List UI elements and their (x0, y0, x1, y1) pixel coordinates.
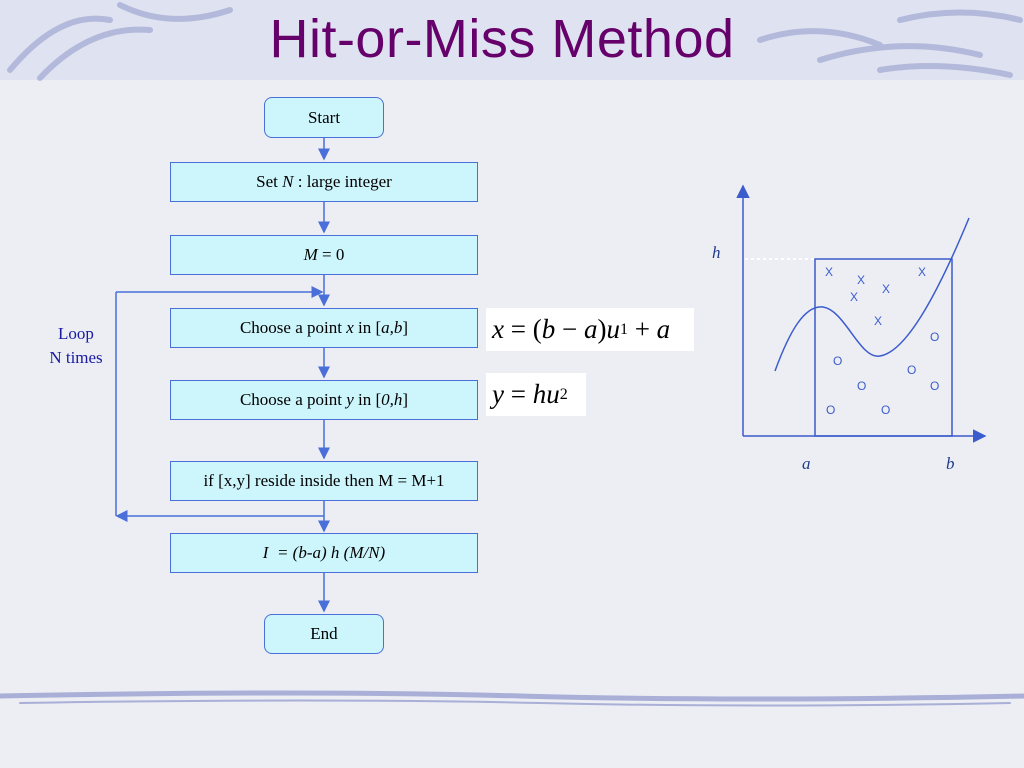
choose-x-mid: in [ (353, 318, 382, 337)
hit-marker: X (825, 265, 834, 279)
start-label: Start (307, 107, 341, 127)
x-formula-lhs: x (492, 314, 504, 344)
set-n-var: N (282, 172, 294, 191)
slide-title: Hit-or-Miss Method (269, 9, 735, 69)
hit-marker: X (857, 273, 866, 287)
loop-label: Loop N times (36, 322, 116, 370)
m-init-step: M = 0 (170, 235, 478, 275)
result-expr: = (b-a) h (M/N) (268, 543, 386, 562)
miss-marker: O (930, 330, 940, 344)
sampling-rectangle (814, 258, 953, 437)
choose-y-var: y (346, 390, 354, 409)
x-formula-sub: 1 (619, 320, 628, 338)
y-formula-u: u (546, 379, 560, 409)
x-formula-a2: a (656, 314, 671, 344)
check-inside-label: if [x,y] reside inside then M = M+1 (203, 471, 445, 490)
choose-y-step: Choose a point y in [0,h] (170, 380, 478, 420)
y-formula-sub: 2 (559, 385, 568, 403)
loop-label-line2: N times (49, 348, 103, 367)
x-formula-b: b (541, 314, 556, 344)
x-formula-close: ) (597, 314, 607, 344)
choose-y-range: 0,h (381, 390, 403, 409)
start-node: Start (264, 97, 384, 138)
choose-y-prefix: Choose a point (239, 390, 347, 409)
a-label: a (802, 454, 811, 473)
miss-marker: O (857, 379, 867, 393)
y-formula-op: = (503, 379, 533, 409)
x-formula-u: u (606, 314, 620, 344)
set-n-prefix: Set (256, 172, 283, 191)
choose-y-mid: in [ (353, 390, 382, 409)
set-n-step: Set N : large integer (170, 162, 478, 202)
m-init-suffix: = 0 (317, 245, 345, 264)
miss-marker: O (930, 379, 940, 393)
hit-marker: X (918, 265, 927, 279)
choose-x-var: x (346, 318, 354, 337)
x-formula-a: a (583, 314, 598, 344)
hit-marker: X (850, 290, 859, 304)
m-init-var: M (303, 245, 318, 264)
set-n-suffix: : large integer (293, 172, 392, 191)
x-formula-op: = ( (503, 314, 542, 344)
choose-x-step: Choose a point x in [a,b] (170, 308, 478, 348)
x-formula-plus: + (627, 314, 657, 344)
miss-marker: O (826, 403, 836, 417)
y-formula-h: h (532, 379, 547, 409)
b-label: b (946, 454, 955, 473)
choose-x-end: ] (402, 318, 409, 337)
result-var: I (262, 543, 269, 562)
miss-marker: O (833, 354, 843, 368)
function-curve (774, 217, 970, 372)
h-label: h (712, 243, 721, 262)
check-inside-step: if [x,y] reside inside then M = M+1 (170, 461, 478, 501)
choose-y-end: ] (402, 390, 409, 409)
end-node: End (264, 614, 384, 654)
hit-marker: X (882, 282, 891, 296)
miss-marker: O (907, 363, 917, 377)
choose-x-range: a,b (381, 318, 403, 337)
end-label: End (310, 624, 338, 643)
hit-marker: X (874, 314, 883, 328)
result-step: I = (b-a) h (M/N) (170, 533, 478, 573)
choose-x-prefix: Choose a point (239, 318, 347, 337)
loop-label-line1: Loop (58, 324, 94, 343)
x-formula-minus: − (555, 314, 584, 344)
miss-marker: O (881, 403, 891, 417)
footer-line-decoration (0, 690, 1024, 707)
header-swirl-decoration (7, 2, 1023, 81)
y-formula-lhs: y (492, 379, 504, 409)
